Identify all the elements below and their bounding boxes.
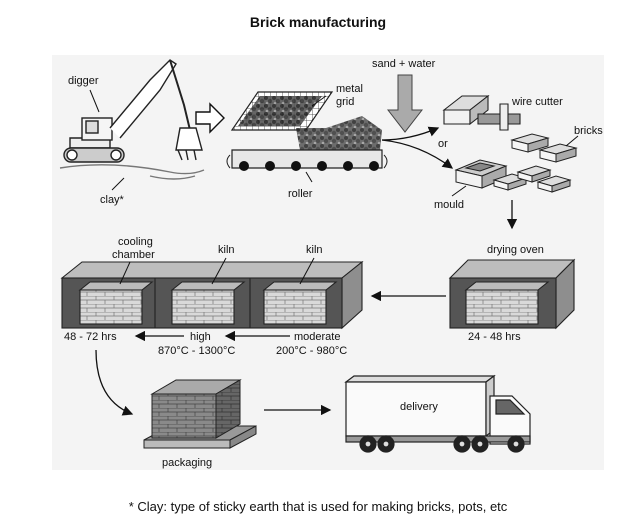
kiln-label-2: kiln <box>306 244 323 256</box>
packaging-label: packaging <box>162 457 212 469</box>
moderate-label-1: moderate <box>294 331 340 343</box>
clay-label: clay* <box>100 194 125 206</box>
arrow-to-mould <box>381 139 454 169</box>
sand-water-arrow-icon <box>386 74 424 133</box>
cooling-chamber-label-1: cooling <box>118 236 153 248</box>
wire-cutter-illustration <box>442 94 521 131</box>
bricks-label: bricks <box>574 125 603 137</box>
drying-time-label: 24 - 48 hrs <box>468 331 521 343</box>
arrow-to-packaging <box>95 349 134 416</box>
mould-illustration <box>454 159 572 193</box>
mould-label: mould <box>434 199 464 211</box>
kiln-1-leader <box>211 257 227 285</box>
or-label: or <box>438 138 448 150</box>
cooling-chamber-leader <box>119 261 131 285</box>
wire-cutter-label: wire cutter <box>511 96 563 108</box>
kiln-2-leader <box>299 257 315 285</box>
metal-grid-label-1: metal <box>336 83 363 95</box>
delivery-label: delivery <box>400 401 438 413</box>
high-label-1: high <box>190 331 211 343</box>
bricks-leader <box>565 135 579 147</box>
cooling-chamber-label-2: chamber <box>112 249 155 261</box>
delivery-truck-illustration <box>344 374 531 453</box>
drying-oven-label: drying oven <box>487 244 544 256</box>
kiln-label-1: kiln <box>218 244 235 256</box>
kiln-tunnel-illustration <box>60 260 364 330</box>
diagram-title: Brick manufacturing <box>249 14 387 30</box>
hollow-arrow-icon <box>195 102 225 134</box>
bricks-illustration <box>510 133 578 163</box>
metal-grid-leader <box>311 95 327 107</box>
footnote: * Clay: type of sticky earth that is use… <box>128 499 508 514</box>
digger-label: digger <box>68 75 99 87</box>
arrow-to-wire-cutter <box>381 126 440 141</box>
metal-grid-label-2: grid <box>336 96 354 108</box>
metal-grid-illustration <box>226 91 388 171</box>
sand-water-label: sand + water <box>372 58 436 70</box>
digger-illustration <box>59 59 205 180</box>
roller-leader <box>305 171 313 183</box>
moderate-label-2: 200°C - 980°C <box>276 345 347 357</box>
digger-leader <box>89 89 100 113</box>
mould-leader <box>451 185 467 197</box>
cooling-time-label: 48 - 72 hrs <box>64 331 117 343</box>
clay-leader <box>111 177 125 191</box>
high-label-2: 870°C - 1300°C <box>158 345 235 357</box>
roller-label: roller <box>288 188 313 200</box>
packaging-illustration <box>143 379 257 449</box>
drying-oven-illustration <box>448 258 576 330</box>
